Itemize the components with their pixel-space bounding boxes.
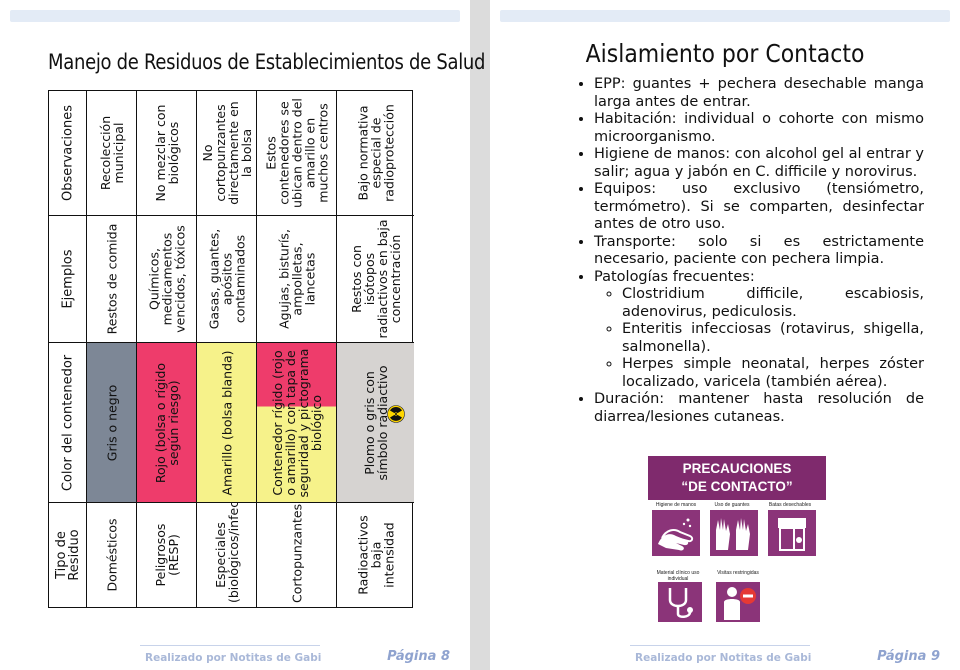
table-cell: Plomo o gris con símbolo radiactivo [337,343,414,503]
table-cell: Radioactivos baja intensidad [337,503,414,607]
table-cell: Restos de comida [87,216,136,343]
contact-precautions-poster: PRECAUCIONES “DE CONTACTO” Higiene de ma… [648,456,826,624]
table-cell: Especiales (biológicos/infecciosos) [197,503,256,607]
header-cell: Observaciones [49,91,86,216]
label-restricted-visits: Visitas restringidas [717,570,759,576]
top-bar [10,10,460,22]
cell-text: Estos contenedores se ubican dentro del … [263,98,330,208]
list-item: Transporte: solo si es estrictamente nec… [594,234,924,269]
notes-list: EPP: guantes + pechera desechable manga … [576,76,924,426]
cell-text: Color del contenedor [60,354,75,491]
list-item-label: Patologías frecuentes: [594,268,755,285]
table-cell: Agujas, bisturís, ampolletas, lancetas [257,216,336,343]
label-individual-equipment: Material clínico uso individual [656,570,700,582]
page-gap [470,0,490,670]
cell-text: Peligrosos (RESP) [152,523,181,587]
list-item: Equipos: uso exclusivo (tensiómetro, ter… [594,181,924,234]
cell-text: Gasas, guantes, apósitos contaminados [206,228,247,330]
table-row: Estos contenedores se ubican dentro del … [257,91,337,607]
table-cell: Gasas, guantes, apósitos contaminados [197,216,256,343]
table-cell: Bajo normativa especial de radioprotecci… [337,91,414,216]
cell-text: Cortopunzantes [289,503,304,603]
table-row: No cortopunzantes directamente en la bol… [197,91,257,607]
table-cell: Restos con isótopos radiactivos en baja … [337,216,414,343]
cell-text: Radioactivos baja intensidad [355,515,396,595]
sub-list: Clostridium difficile, escabiosis, adeno… [594,286,924,391]
footer-page-number: Página 8 [387,649,450,664]
poster-title-line1: PRECAUCIONES [682,461,792,476]
cell-text: Plomo o gris con símbolo radiactivo [361,365,390,480]
sub-list-item: Clostridium difficile, escabiosis, adeno… [622,286,924,321]
list-item: Patologías frecuentes: Clostridium diffi… [594,269,924,392]
footer-author: Realizado por Notitas de Gabi [635,652,812,664]
header-cell: Ejemplos [49,216,86,343]
page-title: Aislamiento por Contacto [585,40,865,69]
label-gloves: Uso de guantes [714,502,750,508]
table-cell: Rojo (bolsa o rígido según riesgo) [137,343,196,503]
footer-divider [630,645,810,646]
table-cell: Domésticos [87,503,136,607]
cell-text: Agujas, bisturís, ampolletas, lancetas [276,229,317,329]
top-bar [500,10,950,22]
table-row: Bajo normativa especial de radioprotecci… [337,91,414,607]
hand-wash-icon [652,510,700,556]
table-cell: Recolección municipal [87,91,136,216]
cell-text: Contenedor rígido (rojo o amarillo) con … [269,348,324,497]
cell-text: Amarillo (bolsa blanda) [219,349,234,496]
page-9: Aislamiento por Contacto EPP: guantes + … [490,0,960,670]
list-item: EPP: guantes + pechera desechable manga … [594,76,924,111]
cell-text: Restos con isótopos radiactivos en baja … [348,219,403,339]
cell-text: No cortopunzantes directamente en la bol… [199,101,254,205]
sub-list-item: Enteritis infecciosas (rotavirus, shigel… [622,321,924,356]
cell-text: Recolección municipal [97,115,126,191]
cell-text: Observaciones [60,105,75,201]
header-cell: Color del contenedor [49,343,86,503]
label-gowns: Batas desechables [768,502,812,508]
poster-title-line2: “DE CONTACTO” [681,479,793,494]
table-cell: Químicos, medicamentos vencidos, tóxicos [137,216,196,343]
cell-text: Ejemplos [60,249,75,309]
list-item: Habitación: individual o cohorte con mis… [594,111,924,146]
cell-text: Domésticos [104,518,119,592]
table-cell: Contenedor rígido (rojo o amarillo) con … [257,343,336,503]
stethoscope-icon [658,582,702,622]
cell-text: No mezclar con biológicos [152,104,181,202]
page-title: Manejo de Residuos de Establecimientos d… [48,50,551,76]
table-cell: Amarillo (bolsa blanda) [197,343,256,503]
footer-page-number: Página 9 [877,649,940,664]
cell-text: Químicos, medicamentos vencidos, tóxicos [146,225,187,333]
poster-title: PRECAUCIONES “DE CONTACTO” [648,456,826,500]
table-cell: No cortopunzantes directamente en la bol… [197,91,256,216]
cell-text: Tipo de Residuo [53,529,82,581]
label-hand-hygiene: Higiene de manos [655,502,697,508]
footer-author: Realizado por Notitas de Gabi [145,652,322,664]
table-cell: Cortopunzantes [257,503,336,607]
page-8: Manejo de Residuos de Establecimientos d… [0,0,551,670]
list-item: Higiene de manos: con alcohol gel al ent… [594,146,924,181]
cell-text: Bajo normativa especial de radioprotecci… [355,104,396,202]
cell-text: Especiales (biológicos/infecciosos) [212,503,241,603]
gloves-icon [710,510,758,556]
table-cell: Gris o negro [87,343,136,503]
cell-text: Rojo (bolsa o rígido según riesgo) [152,362,181,483]
table-cell: No mezclar con biológicos [137,91,196,216]
radioactive-icon [387,405,405,423]
restricted-visitor-icon [716,582,760,622]
sub-list-item: Herpes simple neonatal, herpes zóster lo… [622,356,924,391]
gown-icon [768,510,816,556]
footer-divider [140,645,320,646]
cell-text: Gris o negro [104,384,119,461]
cell-text: Restos de comida [104,223,119,335]
list-item: Duración: mantener hasta resolución de d… [594,391,924,426]
table-cell: Estos contenedores se ubican dentro del … [257,91,336,216]
table-cell: Peligrosos (RESP) [137,503,196,607]
header-cell: Tipo de Residuo [49,503,86,607]
